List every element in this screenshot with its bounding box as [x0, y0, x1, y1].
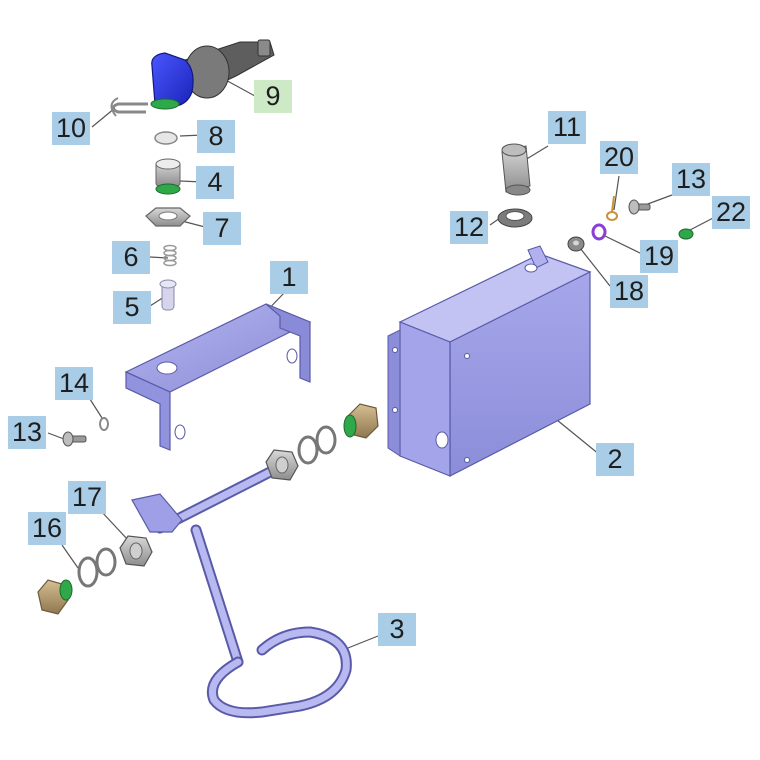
ring-terminal-part-20[interactable]	[606, 195, 618, 221]
rod-part-3[interactable]	[131, 466, 352, 719]
callout-2[interactable]: 2	[596, 443, 634, 476]
callout-3[interactable]: 3	[378, 613, 416, 646]
hex-nut-part-7[interactable]	[145, 207, 191, 227]
callout-16[interactable]: 16	[28, 512, 66, 545]
leader-lines	[47, 77, 716, 653]
small-nut-part-18[interactable]	[567, 236, 585, 252]
nut-rings-part-17[interactable]	[95, 535, 153, 577]
callout-6[interactable]: 6	[112, 241, 150, 274]
callout-22[interactable]: 22	[712, 196, 750, 229]
washer-part-8[interactable]	[154, 131, 178, 145]
callout-20[interactable]: 20	[600, 141, 638, 174]
connector-part-9[interactable]	[150, 39, 275, 110]
callout-14[interactable]: 14	[55, 367, 93, 400]
callout-13-top[interactable]: 13	[672, 163, 710, 196]
callout-1[interactable]: 1	[270, 261, 308, 294]
purple-ring-part-19[interactable]	[591, 223, 607, 241]
fitting-part-4[interactable]	[155, 158, 181, 195]
callout-18[interactable]: 18	[610, 275, 648, 308]
green-seal-part-22[interactable]	[678, 228, 694, 240]
callout-12[interactable]: 12	[450, 211, 488, 244]
callout-19[interactable]: 19	[640, 240, 678, 273]
callout-10[interactable]: 10	[52, 112, 90, 145]
callout-7[interactable]: 7	[203, 212, 241, 245]
callout-4[interactable]: 4	[196, 166, 234, 199]
clip-part-10[interactable]	[110, 97, 148, 117]
spring-part-6[interactable]	[163, 244, 177, 267]
box-part-2[interactable]	[387, 245, 592, 477]
callout-17[interactable]: 17	[68, 481, 106, 514]
screw-part-13-left[interactable]	[62, 431, 87, 447]
washer-part-14[interactable]	[99, 417, 109, 431]
callout-11[interactable]: 11	[548, 111, 586, 144]
callout-9[interactable]: 9	[254, 80, 292, 113]
callout-5[interactable]: 5	[113, 291, 151, 324]
pin-part-5[interactable]	[159, 279, 177, 311]
nut-rings-brass-fitting[interactable]	[265, 403, 379, 481]
screw-part-13-right[interactable]	[628, 199, 651, 215]
cable-gland-part-11[interactable]	[501, 143, 531, 196]
ring-plug-part-16[interactable]	[37, 556, 99, 615]
callout-8[interactable]: 8	[197, 120, 235, 153]
callout-13-left[interactable]: 13	[8, 416, 46, 449]
nut-part-12[interactable]	[497, 208, 533, 228]
bracket-part-1[interactable]	[124, 303, 312, 451]
